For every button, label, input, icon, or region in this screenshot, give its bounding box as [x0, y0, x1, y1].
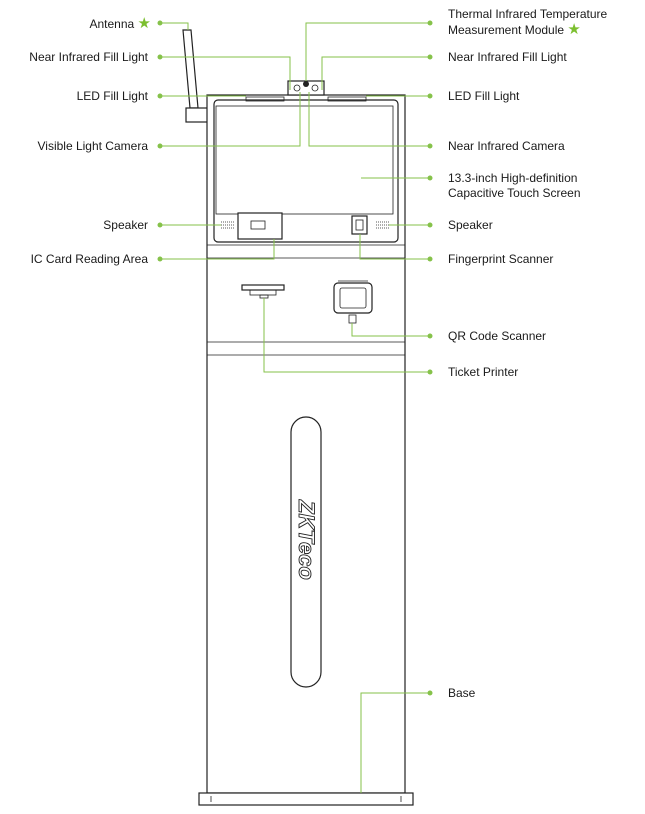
front-oval-panel [290, 416, 322, 688]
label-visible-camera: Visible Light Camera [37, 139, 148, 153]
label-ic-card: IC Card Reading Area [30, 252, 148, 266]
leader-lines [157, 20, 433, 793]
speaker-right-grille [376, 221, 389, 229]
label-near-ir-fill-right: Near Infrared Fill Light [448, 50, 567, 64]
label-antenna: Antenna ★ [89, 15, 151, 32]
label-ticket-printer: Ticket Printer [448, 365, 519, 379]
camera-lens-2 [311, 84, 319, 92]
ticket-printer-slot [241, 284, 285, 299]
thermal-lens [303, 81, 309, 87]
label-led-fill-right: LED Fill Light [448, 89, 520, 103]
label-near-ir-camera: Near Infrared Camera [448, 139, 565, 153]
label-led-fill-left: LED Fill Light [76, 89, 148, 103]
antenna [182, 29, 209, 123]
label-base: Base [448, 686, 476, 700]
label-touch-screen: 13.3-inch High-definition Capacitive Tou… [448, 171, 581, 200]
led-fill-light-left [245, 96, 285, 102]
speaker-left-grille [221, 221, 234, 229]
qr-code-scanner [333, 280, 373, 324]
camera-lens-1 [293, 84, 301, 92]
screen-bezel [213, 99, 399, 243]
label-near-ir-fill-left: Near Infrared Fill Light [29, 50, 148, 64]
brand-logo: ZKTeco [294, 499, 319, 580]
star-icon: ★ [137, 15, 151, 32]
label-fingerprint: Fingerprint Scanner [448, 252, 554, 266]
label-speaker-left: Speaker [103, 218, 148, 232]
label-speaker-right: Speaker [448, 218, 493, 232]
ic-card-reader [237, 212, 283, 240]
star-icon: ★ [567, 21, 581, 38]
label-qr-scanner: QR Code Scanner [448, 329, 547, 343]
led-fill-light-right [327, 96, 367, 102]
label-thermal-module: Thermal Infrared Temperature Measurement… [448, 7, 608, 38]
base [198, 792, 414, 806]
fingerprint-scanner [351, 215, 368, 235]
touch-screen [215, 105, 394, 215]
